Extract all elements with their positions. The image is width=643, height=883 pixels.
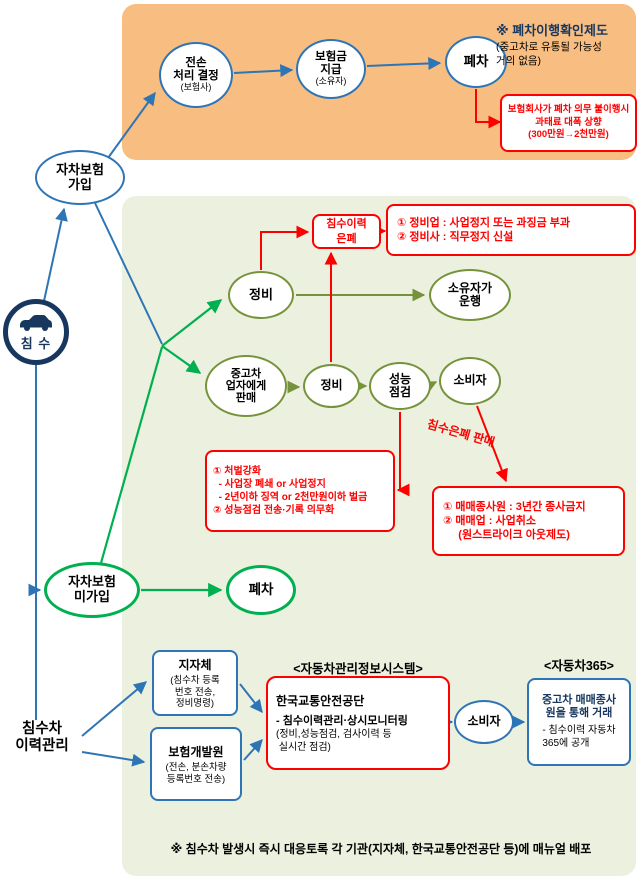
kotsa-box: 한국교통안전공단 - 침수이력관리·상시모니터링 (정비,성능점검, 검사이력 … xyxy=(266,676,450,770)
consumer-bottom-label: 소비자 xyxy=(467,714,501,729)
scrap-node-bottom: 폐차 xyxy=(226,565,296,615)
arrow-history-to-insurerdev xyxy=(81,751,146,767)
dealer-penalty-box: ① 매매종사원 : 3년간 종사금지 ② 매매업 : 사업취소 (원스트라이크 … xyxy=(432,486,625,556)
consumer-node-bottom: 소비자 xyxy=(454,700,514,744)
local-government-sub: (침수차 등록 번호 전송, 정비명령) xyxy=(170,674,220,710)
kotsa-detail-line: (정비,성능점검, 검사이력 등 실시간 점검) xyxy=(276,729,392,753)
repair-node-top: 정비 xyxy=(228,271,294,319)
total-loss-decision-node: 전손 처리 결정 (보험사) xyxy=(159,42,233,108)
manual-distribution-footnote: ※ 침수차 발생시 즉시 대응토록 각 기관(지자체, 한국교통안전공단 등)에… xyxy=(170,842,592,856)
kotsa-monitoring-line: - 침수이력관리·상시모니터링 xyxy=(276,715,408,727)
arrow-totalloss-to-payout xyxy=(233,64,294,78)
history-management-label: 침수차 이력관리 xyxy=(15,721,69,755)
payout-sublabel: (소유자) xyxy=(315,76,347,87)
owner-drive-node: 소유자가 운행 xyxy=(429,269,511,321)
insurance-development-sub: (전손, 분손차량 등록번호 전송) xyxy=(165,761,227,785)
uninsured-node: 자차보험 미가입 xyxy=(44,562,140,618)
arrow-insured-to-totalloss xyxy=(107,91,156,159)
arrow-repairtop-to-hidebox xyxy=(260,225,310,270)
repair-bottom-label: 정비 xyxy=(320,378,343,393)
car365-box: 중고차 매매종사 원을 통해 거래 - 침수이력 자동차 365에 공개 xyxy=(527,678,631,766)
owner-drive-label: 소유자가 운행 xyxy=(447,280,493,308)
scrap-node-top: 폐차 xyxy=(445,36,507,88)
insured-node: 자차보험 가입 xyxy=(35,150,125,205)
total-loss-label: 전손 처리 결정 xyxy=(173,56,219,82)
line-insured-to-junction xyxy=(94,202,163,345)
scrap-bottom-label: 폐차 xyxy=(248,582,274,598)
vehicle-info-system-title: <자동차관리정보시스템> xyxy=(293,662,423,676)
payout-label: 보험금 지급 xyxy=(315,50,347,76)
arrow-junction-to-repair xyxy=(161,299,223,347)
punishment-strengthen-box: ① 처벌강화 - 사업장 폐쇄 or 사업정지 - 2년이하 징역 or 2천만… xyxy=(205,450,395,532)
insurance-payout-node: 보험금 지급 (소유자) xyxy=(296,39,366,99)
repair-top-label: 정비 xyxy=(249,286,273,302)
arrow-junction-to-selldealer xyxy=(161,345,202,374)
flood-node: 침 수 xyxy=(3,299,69,365)
arrow-gov-to-kotsa xyxy=(239,683,263,714)
arrow-flood-to-insured xyxy=(43,207,68,302)
insurer-fine-box: 보험회사가 폐차 의무 불이행시 과태료 대폭 상향 (300만원→2천만원) xyxy=(500,94,637,152)
scrap-label: 폐차 xyxy=(463,54,489,70)
insurance-development-title: 보험개발원 xyxy=(168,744,224,759)
local-government-title: 지자체 xyxy=(178,657,212,672)
hide-flood-history-box: 침수이력 은폐 xyxy=(312,214,381,249)
local-government-box: 지자체 (침수차 등록 번호 전송, 정비명령) xyxy=(152,650,238,716)
sell-to-dealer-node: 중고차 업자에게 판매 xyxy=(205,355,287,417)
car365-main-text: 중고차 매매종사 원을 통해 거래 xyxy=(542,693,616,719)
repair-business-penalty-box: ① 정비업 : 사업정지 또는 과징금 부과 ② 정비사 : 직무정지 신설 xyxy=(386,204,636,256)
consumer-mid-label: 소비자 xyxy=(453,373,487,388)
line-uninsured-to-junction xyxy=(99,346,164,564)
car365-sub-text: - 침수이력 자동차 365에 공개 xyxy=(542,725,616,749)
arrow-payout-to-scrap xyxy=(366,56,442,70)
arrow-consumer-to-dealerpenalty xyxy=(476,405,508,483)
insured-label: 자차보험 가입 xyxy=(56,161,104,192)
arrow-inspection-to-consumer xyxy=(422,381,438,394)
inspection-label: 성능 점검 xyxy=(388,371,412,399)
car365-title: <자동차365> xyxy=(544,659,614,673)
arrow-history-to-gov xyxy=(81,681,147,737)
arrow-insurerdev-to-kotsa xyxy=(243,739,263,761)
repair-node-bottom: 정비 xyxy=(303,364,360,408)
kotsa-title: 한국교통안전공단 xyxy=(276,694,365,708)
arrow-scrap-to-finebox xyxy=(475,89,502,129)
total-loss-sublabel: (보험사) xyxy=(180,82,212,93)
performance-inspection-node: 성능 점검 xyxy=(369,362,431,410)
consumer-node-mid: 소비자 xyxy=(439,357,501,405)
flood-label: 침 수 xyxy=(20,335,52,351)
sell-to-dealer-label: 중고차 업자에게 판매 xyxy=(225,367,267,405)
arrow-inspection-to-strengthen xyxy=(396,412,410,497)
uninsured-label: 자차보험 미가입 xyxy=(68,574,116,604)
insurance-development-institute-box: 보험개발원 (전손, 분손차량 등록번호 전송) xyxy=(150,727,242,801)
scrap-confirmation-note-title: ※ 폐차이행확인제도 xyxy=(496,23,608,38)
scrap-confirmation-note-sub: (중고차로 유통될 가능성 거의 없음) xyxy=(496,41,602,67)
car-icon xyxy=(20,314,52,331)
